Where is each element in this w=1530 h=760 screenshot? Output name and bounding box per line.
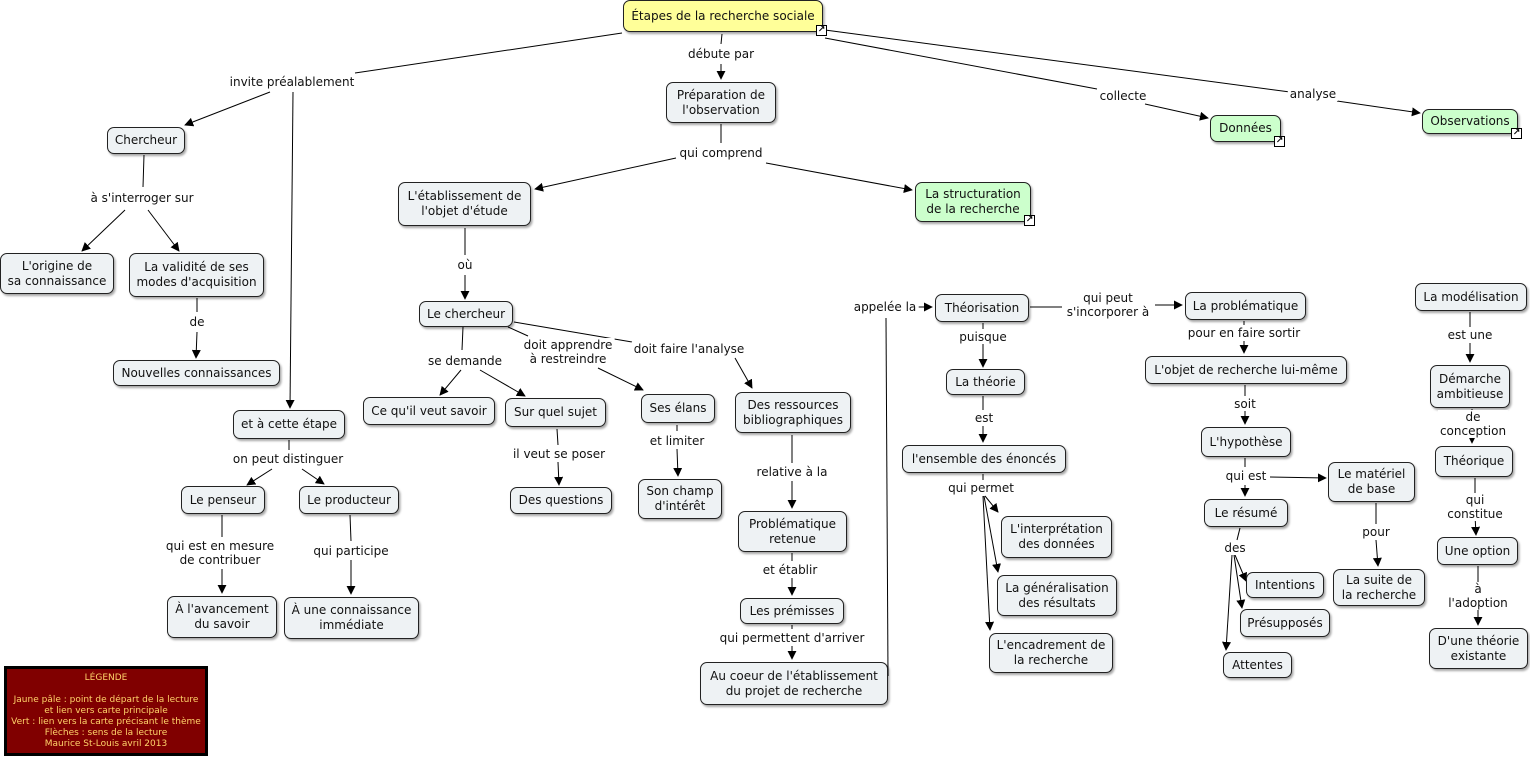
concept-node-le-chercheur[interactable]: Le chercheur <box>419 301 513 327</box>
concept-node-premisses[interactable]: Les prémisses <box>740 598 844 624</box>
link-label: doit faire l'analyse <box>631 342 747 356</box>
concept-node-presupposes[interactable]: Présupposés <box>1240 609 1330 637</box>
concept-node-interpretation[interactable]: L'interprétation des données <box>1001 516 1112 558</box>
legend-title: LÉGENDE <box>84 673 128 683</box>
shortcut-arrow-icon[interactable]: ↗ <box>816 25 827 36</box>
legend-line: Flèches : sens de la lecture <box>44 728 168 738</box>
link-label: pour en faire sortir <box>1185 326 1303 340</box>
concept-node-intentions[interactable]: Intentions <box>1246 572 1324 598</box>
link-label: qui constitue <box>1445 493 1505 521</box>
concept-node-modelisation[interactable]: La modélisation <box>1415 283 1527 311</box>
link-label: et limiter <box>647 434 707 448</box>
concept-node-theorie[interactable]: La théorie <box>946 369 1025 395</box>
link-label: est une <box>1445 328 1495 342</box>
link-label: il veut se poser <box>510 447 608 461</box>
concept-node-objet-lui-meme[interactable]: L'objet de recherche lui-même <box>1145 356 1347 384</box>
concept-node-penseur[interactable]: Le penseur <box>181 486 265 514</box>
link-label: qui est en mesure de contribuer <box>163 539 277 567</box>
concept-node-origine[interactable]: L'origine de sa connaissance <box>0 253 114 294</box>
concept-node-theorie-existante[interactable]: D'une théorie existante <box>1429 628 1528 669</box>
concept-node-enonces[interactable]: l'ensemble des énoncés <box>902 445 1066 473</box>
link-label: se demande <box>425 354 505 368</box>
concept-node-objet-etude[interactable]: L'établissement de l'objet d'étude <box>398 182 531 226</box>
concept-node-connaissance-immediate[interactable]: À une connaissance immédiate <box>284 597 419 639</box>
concept-node-theorique[interactable]: Théorique <box>1435 446 1513 477</box>
link-label: et établir <box>760 563 820 577</box>
link-label: qui comprend <box>677 146 765 160</box>
concept-node-theorisation[interactable]: Théorisation <box>935 294 1029 322</box>
link-label: invite préalablement <box>227 75 357 89</box>
concept-node-resume[interactable]: Le résumé <box>1204 499 1288 527</box>
link-label: analyse <box>1287 87 1339 101</box>
concept-node-encadrement[interactable]: L'encadrement de la recherche <box>989 633 1113 673</box>
link-label: des <box>1222 541 1248 555</box>
link-label: relative à la <box>754 465 830 479</box>
concept-node-donnees[interactable]: Données <box>1210 115 1281 142</box>
concept-node-elans[interactable]: Ses élans <box>641 394 715 423</box>
concept-node-veut-savoir[interactable]: Ce qu'il veut savoir <box>363 397 495 425</box>
link-label: puisque <box>957 330 1009 344</box>
shortcut-arrow-icon[interactable]: ↗ <box>1274 136 1285 147</box>
concept-node-ressources[interactable]: Des ressources bibliographiques <box>735 392 851 433</box>
concept-node-preparation[interactable]: Préparation de l'observation <box>666 82 776 123</box>
shortcut-arrow-icon[interactable]: ↗ <box>1511 128 1522 139</box>
link-label: qui participe <box>311 544 391 558</box>
concept-node-chercheur[interactable]: Chercheur <box>107 127 185 154</box>
legend-line: Maurice St-Louis avril 2013 <box>44 739 168 749</box>
link-label: qui peut s'incorporer à <box>1064 291 1152 319</box>
link-label: est <box>972 411 996 425</box>
concept-node-problematique-retenue[interactable]: Problématique retenue <box>738 511 847 552</box>
concept-node-option[interactable]: Une option <box>1437 537 1518 565</box>
link-label: collecte <box>1097 89 1149 103</box>
concept-node-problematique[interactable]: La problématique <box>1185 292 1306 320</box>
concept-node-producteur[interactable]: Le producteur <box>299 486 399 514</box>
concept-node-nouvelles[interactable]: Nouvelles connaissances <box>113 360 280 386</box>
link-label: débute par <box>685 47 757 61</box>
link-label: appelée la <box>851 300 919 314</box>
concept-node-avancement[interactable]: À l'avancement du savoir <box>167 596 277 638</box>
legend-box: LÉGENDE Jaune pâle : point de départ de … <box>4 666 208 756</box>
concept-node-etape[interactable]: et à cette étape <box>233 410 345 439</box>
concept-node-attentes[interactable]: Attentes <box>1223 652 1292 678</box>
link-label: on peut distinguer <box>230 452 346 466</box>
link-label: de <box>187 315 207 329</box>
concept-node-champ[interactable]: Son champ d'intérêt <box>638 479 722 519</box>
concept-node-generalisation[interactable]: La généralisation des résultats <box>997 575 1117 616</box>
legend-line: et lien vers carte principale <box>44 706 168 716</box>
link-label: où <box>455 258 475 272</box>
concept-node-suite[interactable]: La suite de la recherche <box>1333 569 1425 606</box>
link-label: soit <box>1232 397 1258 411</box>
link-label: de conception <box>1437 410 1509 438</box>
shortcut-arrow-icon[interactable]: ↗ <box>1024 215 1035 226</box>
concept-node-sur-quel-sujet[interactable]: Sur quel sujet <box>505 398 606 427</box>
link-label: doit apprendre à restreindre <box>521 338 615 366</box>
concept-node-observations[interactable]: Observations <box>1422 109 1518 134</box>
link-label: à s'interroger sur <box>88 191 196 205</box>
concept-node-questions[interactable]: Des questions <box>510 487 612 514</box>
link-label: à l'adoption <box>1446 582 1510 610</box>
link-label: qui est <box>1223 469 1269 483</box>
concept-node-structuration[interactable]: La structuration de la recherche <box>915 182 1031 222</box>
concept-node-materiel[interactable]: Le matériel de base <box>1328 462 1415 502</box>
link-label: qui permet <box>946 481 1016 495</box>
concept-node-demarche[interactable]: Démarche ambitieuse <box>1430 365 1510 408</box>
link-label: pour <box>1360 525 1392 539</box>
concept-node-hypothese[interactable]: L'hypothèse <box>1201 427 1291 457</box>
concept-node-root[interactable]: Étapes de la recherche sociale <box>623 0 823 32</box>
legend-line: Jaune pâle : point de départ de la lectu… <box>13 695 199 705</box>
concept-node-validite[interactable]: La validité de ses modes d'acquisition <box>129 253 264 297</box>
concept-node-coeur[interactable]: Au coeur de l'établissement du projet de… <box>700 662 888 705</box>
link-label: qui permettent d'arriver <box>717 631 867 645</box>
legend-line: Vert : lien vers la carte précisant le t… <box>11 717 201 727</box>
